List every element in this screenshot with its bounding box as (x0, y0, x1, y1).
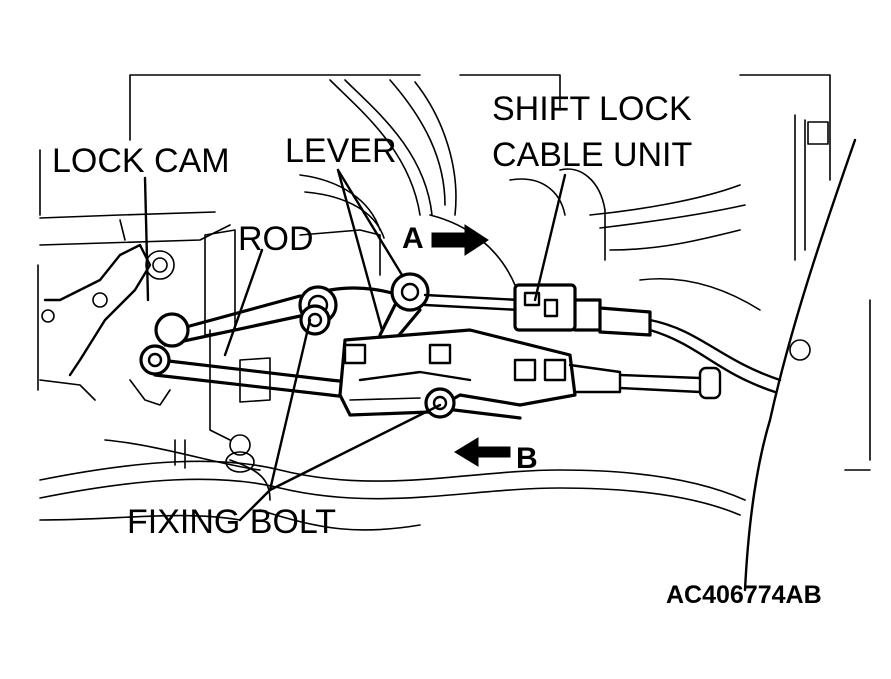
arrow-a-label: A (402, 222, 424, 255)
arrow-a (431, 224, 489, 256)
control-bracket (299, 304, 722, 419)
shift-lock-cable-unit-label-line1: SHIFT LOCK (492, 90, 692, 128)
shift-lock-cable-unit-label-line2: CABLE UNIT (492, 136, 692, 174)
fixing-bolt-2 (424, 387, 456, 419)
fixing-bolt-1 (299, 304, 331, 336)
leader-lines (143, 168, 567, 522)
arrow-b (454, 437, 511, 467)
lever (328, 272, 430, 342)
shift-lock-cable-unit (423, 283, 782, 394)
figure-code: AC406774AB (666, 581, 822, 609)
lever-label: LEVER (285, 132, 397, 170)
background-structure (37, 74, 871, 592)
lock-cam-label: LOCK CAM (52, 142, 230, 180)
fixing-bolt-label: FIXING BOLT (127, 503, 336, 541)
arrow-b-label: B (516, 442, 538, 475)
rod-label: ROD (238, 220, 314, 258)
